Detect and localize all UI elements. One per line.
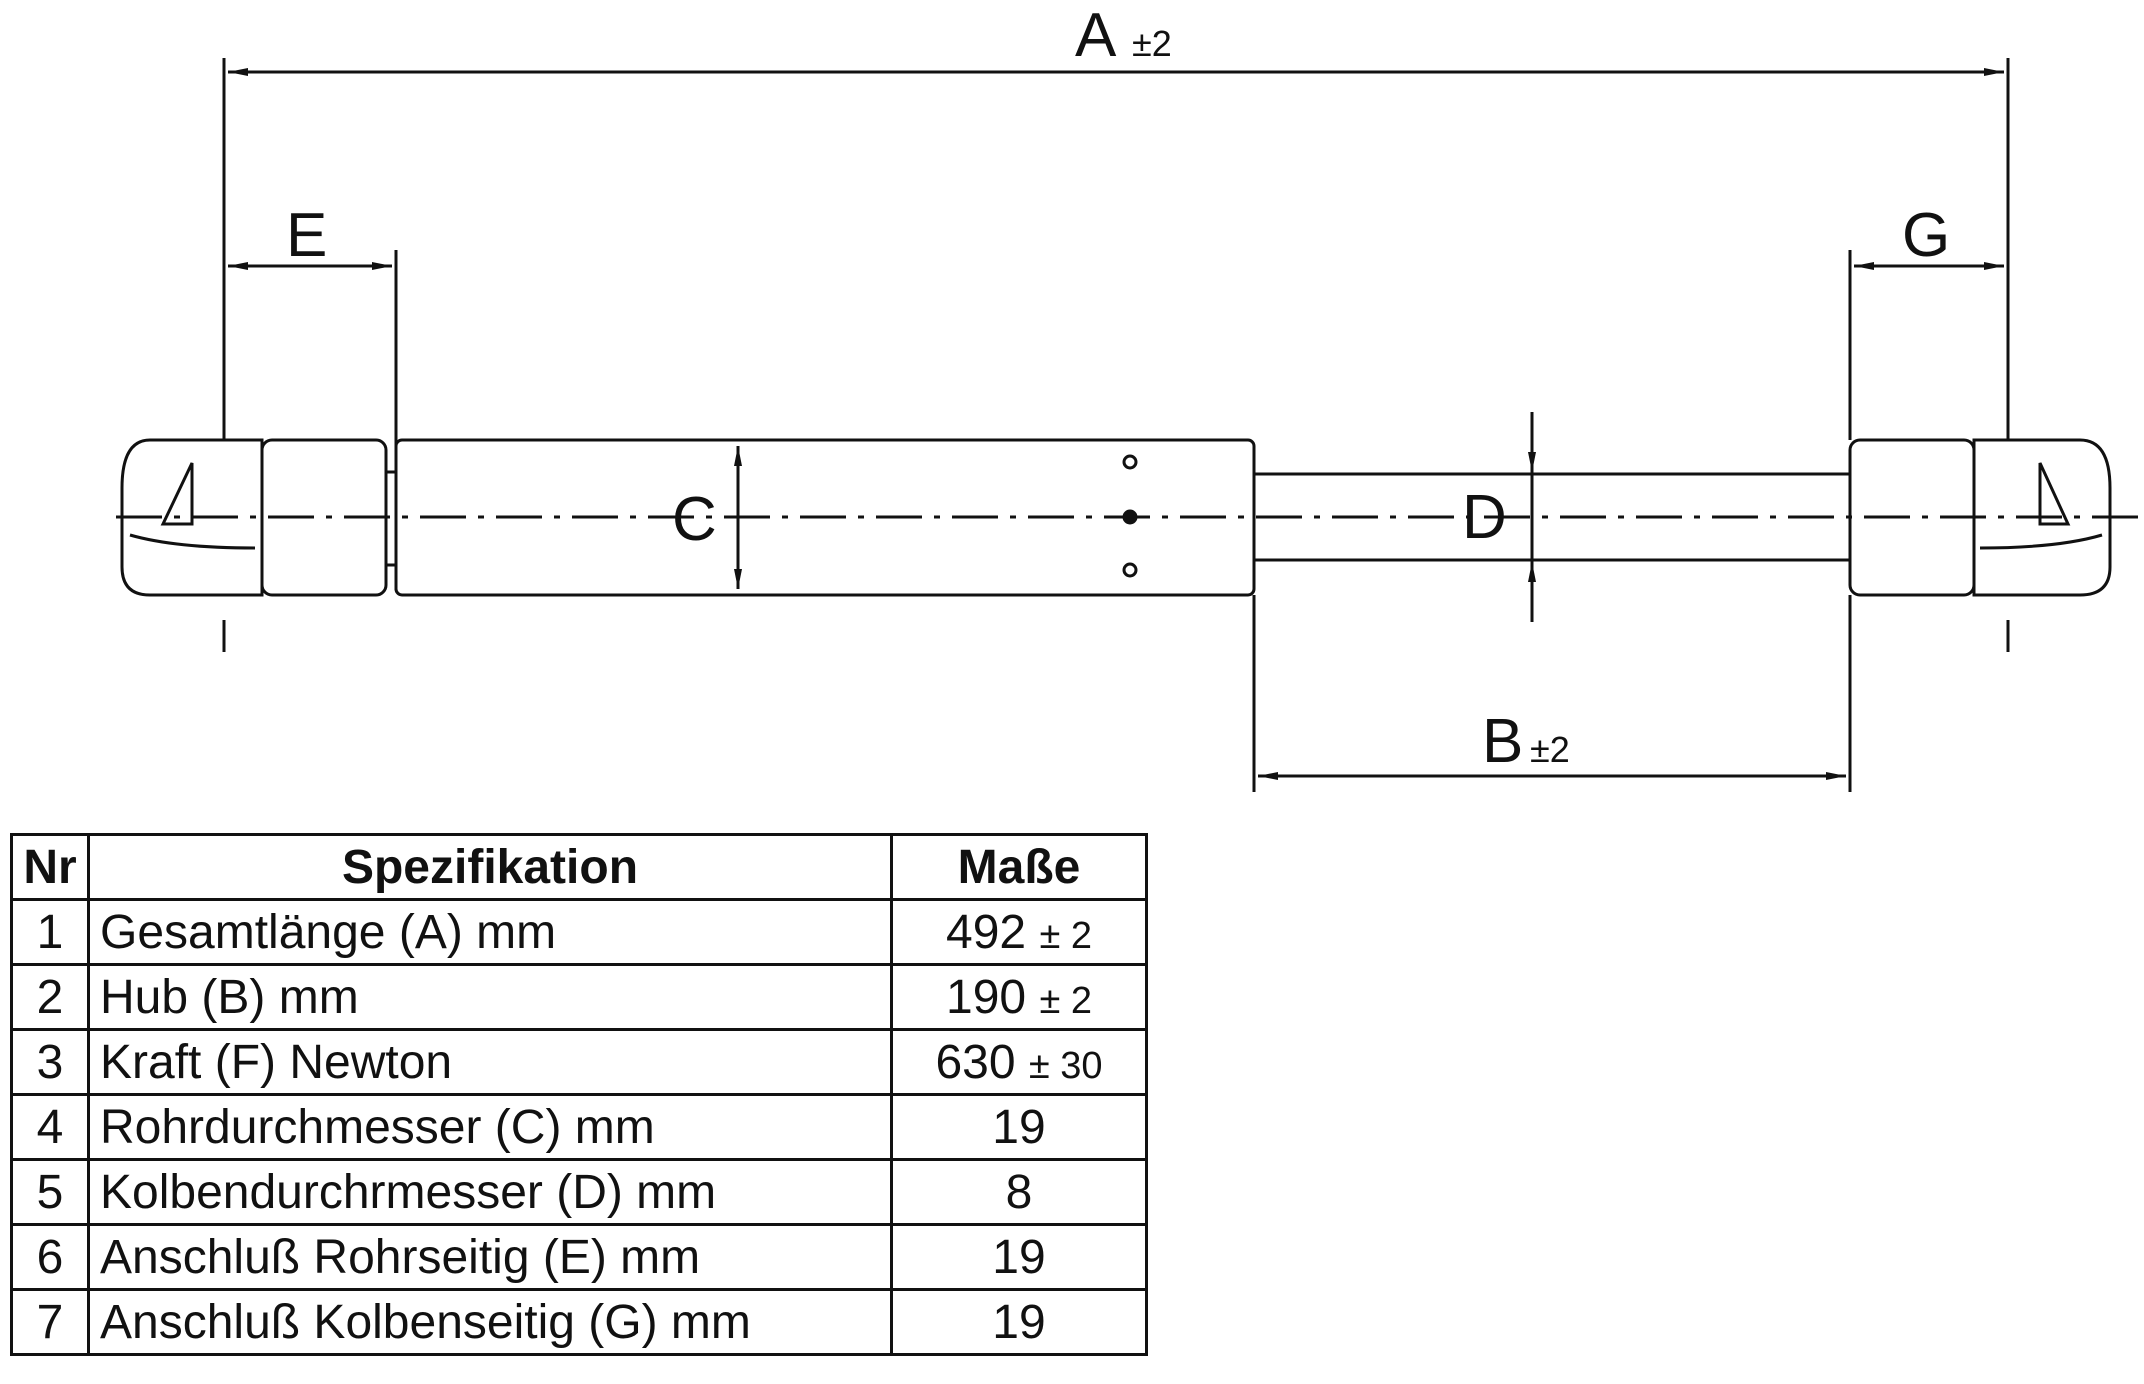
row-nr: 6 bbox=[10, 1223, 90, 1291]
row-spec: Gesamtlänge (A) mm bbox=[87, 898, 893, 966]
row-spec: Anschluß Kolbenseitig (G) mm bbox=[87, 1288, 893, 1356]
row-spec: Kolbendurchrmesser (D) mm bbox=[87, 1158, 893, 1226]
row-value: 19 bbox=[890, 1223, 1148, 1291]
row-spec: Hub (B) mm bbox=[87, 963, 893, 1031]
row-nr: 7 bbox=[10, 1288, 90, 1356]
row-value: 190 ± 2 bbox=[890, 963, 1148, 1031]
label-b: B bbox=[1482, 707, 1523, 776]
row-nr: 4 bbox=[10, 1093, 90, 1161]
label-c: C bbox=[672, 485, 717, 554]
eye-axis-ticks bbox=[222, 620, 2010, 652]
row-nr: 5 bbox=[10, 1158, 90, 1226]
row-value: 19 bbox=[890, 1288, 1148, 1356]
table-row: 3 Kraft (F) Newton 630 ± 30 bbox=[10, 1028, 1148, 1096]
left-end-fitting bbox=[120, 438, 396, 597]
table-row: 4 Rohrdurchmesser (C) mm 19 bbox=[10, 1093, 1148, 1161]
row-value: 630 ± 30 bbox=[890, 1028, 1148, 1096]
row-nr: 3 bbox=[10, 1028, 90, 1096]
gas-spring-drawing: A ±2 E G C D bbox=[116, 1, 2144, 792]
table-header-row: Nr Spezifikation Maße bbox=[10, 833, 1148, 901]
label-a-tol: ±2 bbox=[1132, 23, 1172, 64]
header-spezifikation: Spezifikation bbox=[87, 833, 893, 901]
row-spec: Anschluß Rohrseitig (E) mm bbox=[87, 1223, 893, 1291]
row-spec: Rohrdurchmesser (C) mm bbox=[87, 1093, 893, 1161]
table-row: 7 Anschluß Kolbenseitig (G) mm 19 bbox=[10, 1288, 1148, 1356]
table-row: 5 Kolbendurchrmesser (D) mm 8 bbox=[10, 1158, 1148, 1226]
row-nr: 1 bbox=[10, 898, 90, 966]
table-row: 1 Gesamtlänge (A) mm 492 ± 2 bbox=[10, 898, 1148, 966]
dimension-g bbox=[1848, 250, 2004, 440]
dimension-b bbox=[1252, 595, 1852, 792]
row-value: 492 ± 2 bbox=[890, 898, 1148, 966]
label-e: E bbox=[286, 201, 327, 270]
row-value: 8 bbox=[890, 1158, 1148, 1226]
header-masse: Maße bbox=[890, 833, 1148, 901]
row-nr: 2 bbox=[10, 963, 90, 1031]
row-spec: Kraft (F) Newton bbox=[87, 1028, 893, 1096]
dimension-a bbox=[222, 58, 2010, 440]
specification-table: Nr Spezifikation Maße 1 Gesamtlänge (A) … bbox=[10, 833, 1148, 1356]
row-value: 19 bbox=[890, 1093, 1148, 1161]
table-row: 6 Anschluß Rohrseitig (E) mm 19 bbox=[10, 1223, 1148, 1291]
header-nr: Nr bbox=[10, 833, 90, 901]
label-g: G bbox=[1902, 201, 1950, 270]
table-row: 2 Hub (B) mm 190 ± 2 bbox=[10, 963, 1148, 1031]
label-b-tol: ±2 bbox=[1530, 729, 1570, 770]
label-a: A bbox=[1075, 1, 1117, 70]
